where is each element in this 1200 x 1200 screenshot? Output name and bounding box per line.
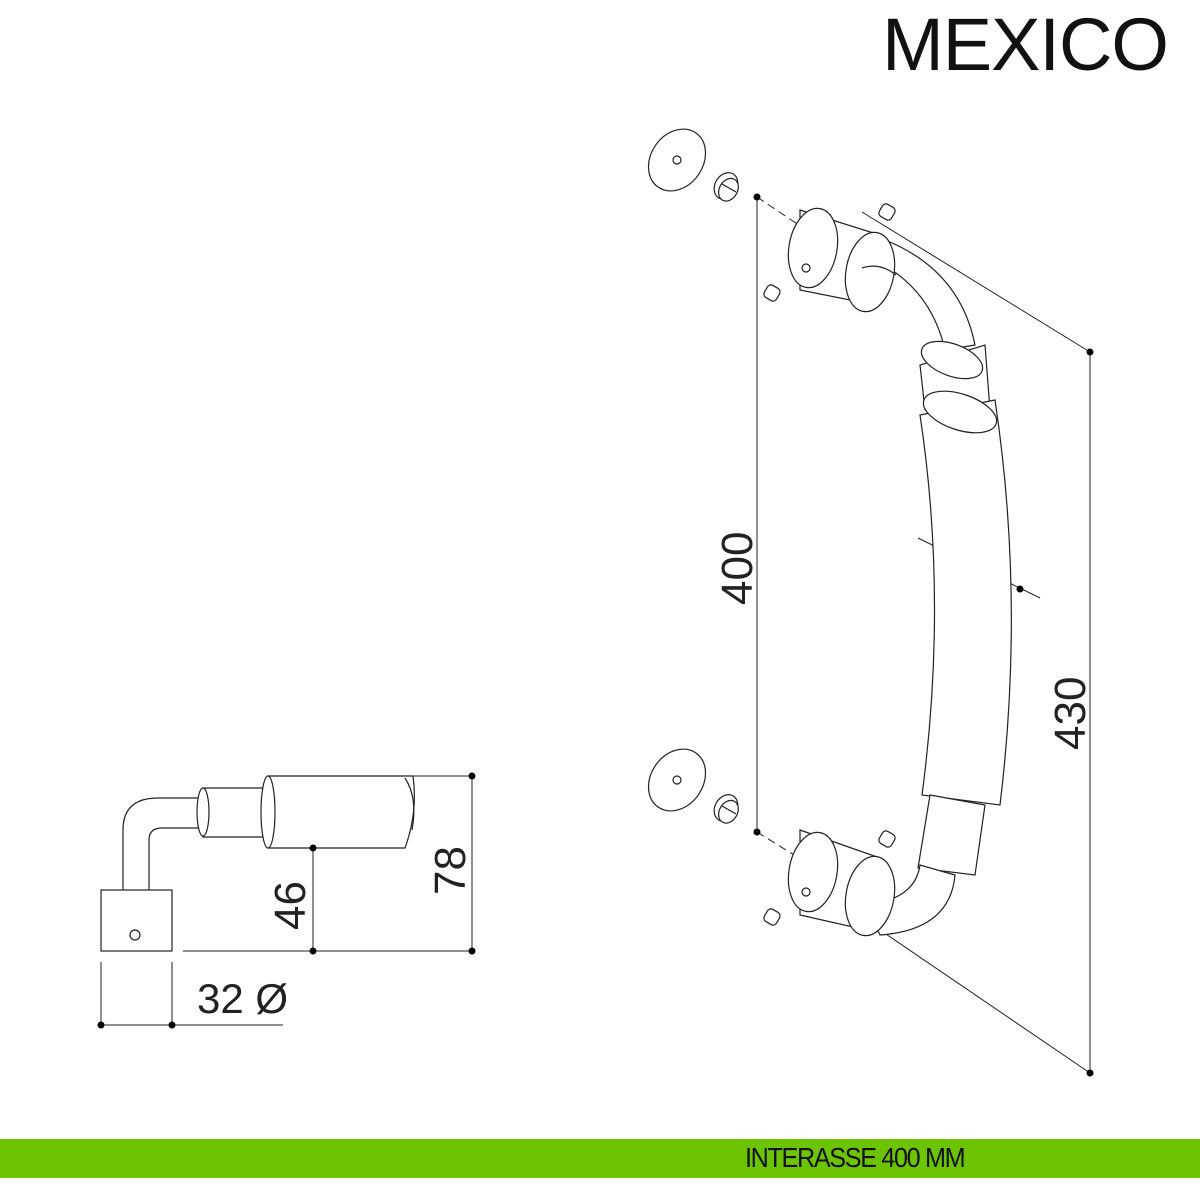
side-view: 46 78 32 Ø bbox=[97, 772, 476, 1029]
dim-32-diameter: 32 Ø bbox=[197, 975, 288, 1022]
dim-400: 400 bbox=[713, 532, 762, 605]
dim-430: 430 bbox=[1046, 677, 1095, 750]
footer-interaxis-label: INTERASSE 400 MM bbox=[745, 1142, 966, 1173]
dim-46: 46 bbox=[266, 881, 315, 930]
main-view: 400 430 Φ bbox=[647, 128, 1095, 1077]
dim-78: 78 bbox=[426, 846, 475, 895]
footer-bar: INTERASSE 400 MM bbox=[0, 1139, 1200, 1178]
product-title: MEXICO bbox=[882, 3, 1169, 86]
